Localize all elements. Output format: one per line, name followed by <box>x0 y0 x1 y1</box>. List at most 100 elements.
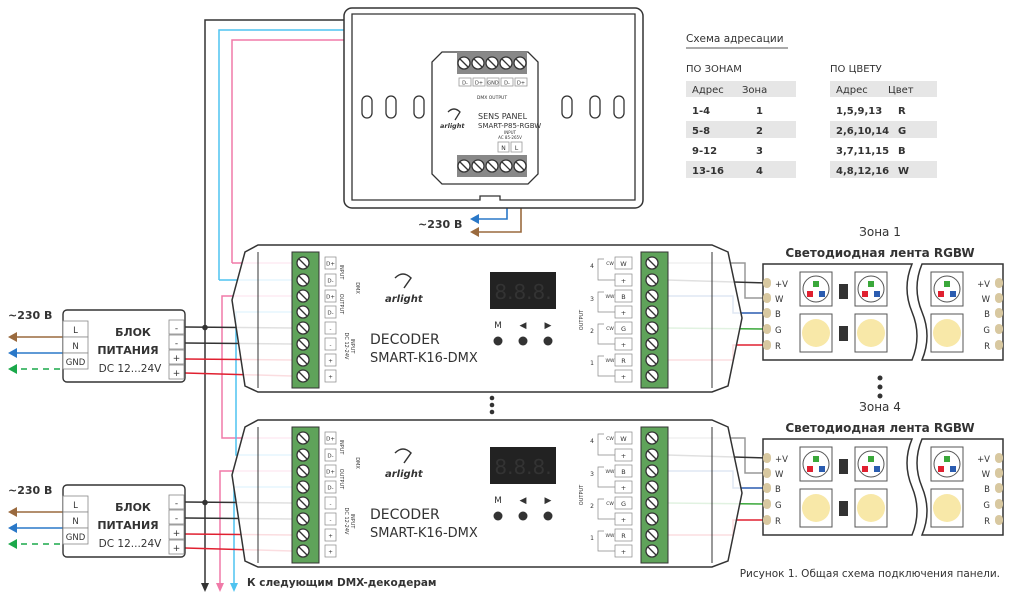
left-button[interactable] <box>518 511 528 521</box>
right-terminal-block <box>640 251 669 389</box>
screw-slot <box>473 161 483 171</box>
screw-slot <box>298 323 308 333</box>
screw-slot <box>515 161 525 171</box>
solder-pad <box>763 308 771 318</box>
table-cell: R <box>898 106 906 117</box>
decoder-model: SMART-K16-DMX <box>370 351 478 366</box>
left-button[interactable] <box>518 336 528 346</box>
screw-slot <box>298 307 308 317</box>
panel-dmx-terminal-label: D- <box>462 81 468 87</box>
decoder-left-terminal-label: D- <box>327 279 333 285</box>
channel-bracket <box>597 355 615 377</box>
right-button[interactable] <box>543 336 553 346</box>
mounting-slot <box>613 95 625 119</box>
continuation-dot <box>877 375 883 381</box>
terminal-label-box <box>324 431 337 445</box>
psu-input-terminal: GND <box>66 533 86 543</box>
arrow-icon <box>470 227 479 237</box>
decoder-brand: arlight <box>385 469 424 480</box>
table-row-bg <box>686 161 796 178</box>
screw-slot <box>298 355 308 365</box>
screw-slot <box>647 530 657 540</box>
green-chip <box>944 281 950 287</box>
psu-output-terminal: + <box>173 369 181 379</box>
decoder-display <box>490 272 556 309</box>
terminal-label-box <box>614 496 633 510</box>
green-chip <box>868 456 874 462</box>
arrow-icon <box>230 583 238 592</box>
strip-pin-label: R <box>775 342 781 352</box>
screw-slot <box>298 546 308 556</box>
screw-slot <box>501 58 511 68</box>
decoder-left-terminal-label: D- <box>327 454 333 460</box>
channel-bracket <box>597 258 615 281</box>
rgb-led-lens <box>933 450 961 478</box>
decoder-button-label: ◀ <box>520 321 527 331</box>
screw-slot <box>515 58 525 68</box>
decoder-right-terminal-label: B <box>621 468 625 476</box>
decoder-left-label: INPUT <box>349 339 355 355</box>
resistor <box>839 501 848 516</box>
terminal-label-box <box>324 337 337 351</box>
decoder-output-label: OUTPUT <box>579 309 585 330</box>
panel-title: SENS PANEL <box>478 112 528 121</box>
decoder-left-label: DMX <box>354 457 360 469</box>
decoder-left-label: DC 12-24V <box>343 508 349 535</box>
panel-input-spec: AC 85-265V <box>498 135 522 140</box>
right-button[interactable] <box>543 511 553 521</box>
psu-output-terminal: - <box>175 499 178 509</box>
decoder-display <box>490 447 556 484</box>
terminal-box <box>168 524 185 540</box>
decoder-left-terminal-label: D+ <box>326 437 335 443</box>
decoder-channel-number: 3 <box>590 296 594 303</box>
screw-slot <box>647 323 657 333</box>
screw-slot <box>647 307 657 317</box>
screw-slot <box>298 433 308 443</box>
decoder-left-label: OUTPUT <box>338 294 344 315</box>
green-chip <box>944 456 950 462</box>
decoder-right-terminal-label: W <box>620 435 627 443</box>
arrow-icon <box>201 583 209 592</box>
decoder-display-digits: 8.8.8. <box>494 455 551 479</box>
rgb-led-lens <box>857 275 885 303</box>
decoder-left-terminal-label: + <box>328 359 333 365</box>
decoder-button-label: ▶ <box>545 496 552 506</box>
menu-button[interactable] <box>493 511 503 521</box>
table-cell: 5-8 <box>692 126 710 137</box>
table-title: ПО ЦВЕТУ <box>830 64 882 75</box>
arrow-icon <box>8 523 17 533</box>
white-led-lens <box>802 494 830 522</box>
panel-frame-inner <box>351 13 636 201</box>
blue-chip <box>950 466 956 472</box>
menu-button[interactable] <box>493 336 503 346</box>
terminal-label-box <box>458 77 472 87</box>
continuation-dot <box>489 395 495 401</box>
terminal-label-box <box>324 321 337 335</box>
strip-title: Светодиодная лента RGBW <box>785 246 974 260</box>
decoder-left-terminal-label: D+ <box>326 295 335 301</box>
strip-pin-label: G <box>983 501 990 511</box>
solder-pad <box>763 278 771 288</box>
decoder-right-terminal-label: R <box>621 357 626 365</box>
decoder-brand: arlight <box>385 294 424 305</box>
screw-slot <box>647 433 657 443</box>
decoder-right-terminal-label: B <box>621 293 625 301</box>
decoder-left-label: OUTPUT <box>338 469 344 490</box>
decoder-channel-number: 1 <box>590 535 594 542</box>
junction-dot <box>202 499 208 506</box>
terminal-label-box <box>324 256 337 270</box>
blue-chip <box>819 291 825 297</box>
zone-title: Зона 1 <box>859 225 901 239</box>
decoder-left-label: INPUT <box>338 265 344 281</box>
table-cell: B <box>898 146 906 157</box>
decoder-right-terminal-label: + <box>621 309 626 317</box>
left-terminal-block <box>291 251 320 389</box>
continuation-dot <box>877 393 883 399</box>
decoder-left-label: INPUT <box>338 440 344 456</box>
decoder-button-label: ◀ <box>520 496 527 506</box>
terminal-box <box>168 509 185 525</box>
table-cell: 2,6,10,14 <box>836 126 889 137</box>
